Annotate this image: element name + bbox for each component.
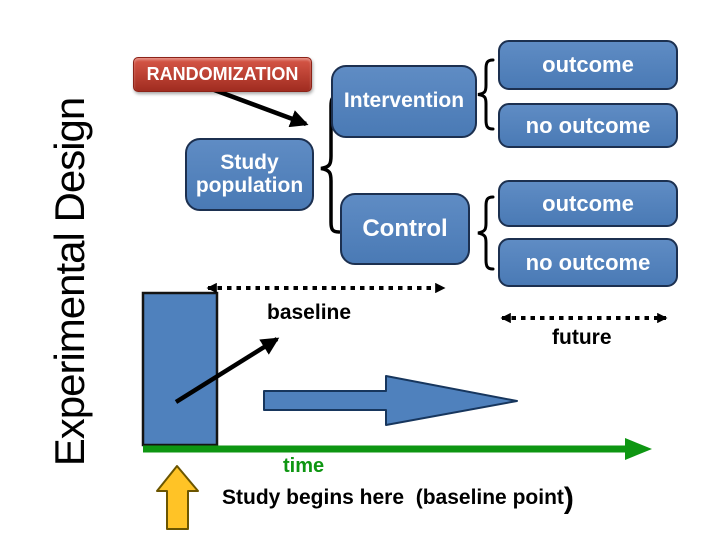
randomization-arrow — [208, 85, 309, 128]
outcome-box-2: outcome — [498, 180, 678, 227]
randomization-badge: RANDOMIZATION — [133, 57, 312, 92]
study-population-box: Study population — [185, 138, 314, 211]
time-axis-arrowhead — [625, 438, 652, 460]
study-begins-label: Study begins here (baseline point) — [222, 484, 574, 514]
no-outcome-box-2: no outcome — [498, 238, 678, 287]
intervention-outcome-brace — [477, 58, 495, 131]
study-begins-text: Study begins here (baseline point — [222, 486, 564, 509]
intervention-duration-arrow — [263, 375, 518, 426]
baseline-pointer-arrow — [174, 337, 280, 404]
outcome-box-1: outcome — [498, 40, 678, 90]
time-label: time — [283, 455, 325, 477]
future-label: future — [552, 326, 612, 349]
slide-title-vertical: Experimental Design — [46, 97, 93, 467]
no-outcome-box-1: no outcome — [498, 103, 678, 148]
control-box: Control — [340, 193, 470, 265]
study-population-bar — [141, 291, 219, 447]
study-begin-marker-arrow — [156, 465, 199, 530]
study-begins-paren: ) — [563, 482, 574, 515]
control-outcome-brace — [477, 195, 495, 271]
intervention-box: Intervention — [331, 65, 477, 138]
baseline-label: baseline — [267, 301, 352, 324]
